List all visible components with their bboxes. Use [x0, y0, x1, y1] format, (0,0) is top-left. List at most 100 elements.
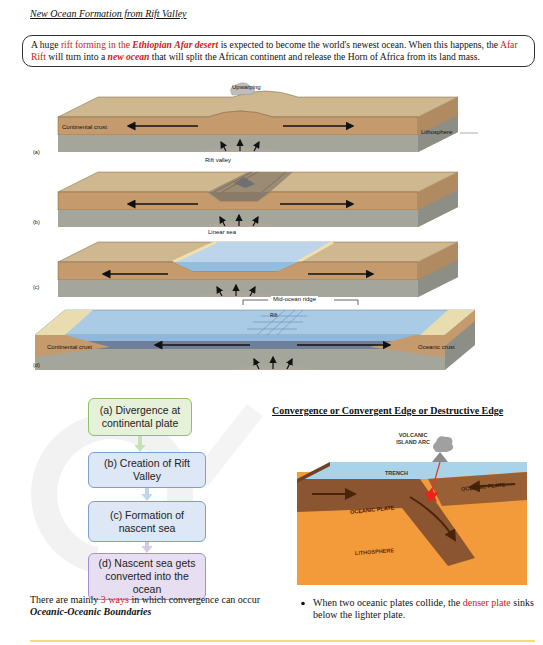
- part-label: Mid-ocean ridge: [271, 296, 318, 303]
- section-heading: Convergence or Convergent Edge or Destru…: [272, 405, 503, 417]
- box-label: (c) Formation of nascent sea: [94, 509, 200, 535]
- ocean-surface: [35, 310, 475, 335]
- stage-letter: (c): [33, 284, 39, 291]
- side-face: [445, 310, 475, 370]
- side-face: [418, 172, 458, 227]
- highlight-text: Rift: [31, 51, 46, 62]
- highlight-text: the: [118, 39, 130, 50]
- highlight-text: ways: [108, 594, 129, 605]
- side-face: [418, 260, 458, 297]
- rift-valley: [208, 192, 270, 201]
- part-label: Oceanic crust: [418, 344, 455, 351]
- connector-line: [138, 436, 142, 446]
- fault-line: [214, 172, 286, 192]
- part-label: Lithosphere: [421, 129, 452, 136]
- volcanic-plume: [433, 436, 453, 452]
- mantle-glow: [203, 343, 343, 370]
- bullet-text: When two oceanic plates collide, the den…: [313, 597, 535, 621]
- land: [35, 310, 93, 335]
- motion-arrow: [128, 125, 198, 127]
- motion-arrow: [280, 203, 353, 205]
- side-face: [445, 310, 475, 346]
- continental-crust: [35, 335, 110, 357]
- arrow-head: [134, 445, 145, 452]
- stage-letter: (a): [33, 149, 40, 156]
- motion-arrow: [103, 273, 168, 275]
- part-label: Rift valley: [205, 157, 231, 164]
- emphasis-text: desert: [195, 39, 218, 50]
- box-label: (d) Nascent sea gets converted into the …: [94, 557, 200, 596]
- part-label: VOLCANIC ISLAND ARC: [388, 432, 438, 445]
- process-box: (a) Divergence at continental plate: [88, 398, 192, 436]
- part-label: Rift: [270, 312, 278, 318]
- upwelling-arrow: [217, 287, 222, 296]
- footer-rule: [30, 640, 535, 642]
- emphasis-text: ocean: [126, 51, 149, 62]
- flow-arrow: [141, 542, 152, 553]
- page-title: New Ocean Formation from Rift Valley: [30, 8, 187, 20]
- upwelling-arrow: [235, 285, 236, 296]
- leader-line: [460, 133, 478, 134]
- rift-valley-floor: [208, 172, 293, 192]
- motion-arrow: [128, 203, 198, 205]
- upwelling-arrow: [238, 215, 239, 226]
- sea-water: [173, 262, 298, 271]
- ridge-lines: [247, 310, 307, 335]
- linear-sea: [173, 242, 333, 262]
- part-label: Linear sea: [208, 229, 236, 236]
- body-text: There are mainly 3 ways in which converg…: [30, 594, 260, 606]
- upwelling-arrow: [221, 142, 226, 151]
- intro-text: A huge rift forming in the Ethiopian Afa…: [31, 39, 526, 63]
- upwelling-arrow: [272, 357, 273, 369]
- process-box: (d) Nascent sea gets converted into the …: [88, 553, 206, 600]
- top-surface: [58, 242, 458, 262]
- upwelling-arrow: [250, 287, 255, 296]
- upwelling-arrow: [253, 217, 258, 226]
- motion-arrow: [283, 125, 353, 127]
- connector-line: [145, 488, 149, 495]
- ocean-water: [35, 335, 445, 341]
- volcano: [432, 452, 448, 462]
- motion-arrow: [308, 273, 373, 275]
- highlight-text: denser: [463, 597, 489, 608]
- mantle-glow: [170, 125, 310, 152]
- flow-arrow: [134, 436, 145, 452]
- box-label: (b) Creation of Rift Valley: [94, 457, 200, 483]
- emphasis-text: Afar: [174, 39, 192, 50]
- oceanic-plate: [428, 472, 527, 506]
- highlight-text: forming: [75, 39, 106, 50]
- subduction-illustration: [297, 436, 527, 585]
- stage-d-block: [35, 310, 475, 403]
- side-face: [418, 242, 458, 297]
- highlight-text: 3: [101, 594, 106, 605]
- highlight-text: Afar: [500, 39, 518, 50]
- upwelling-arrow: [220, 217, 225, 226]
- part-label: Upwarping: [232, 84, 261, 91]
- process-box: (c) Formation of nascent sea: [88, 501, 206, 542]
- arrow-head: [141, 546, 152, 553]
- emphasis-text: Ethiopian: [132, 39, 171, 50]
- bullet-dot: [301, 602, 305, 606]
- side-face: [418, 190, 458, 227]
- process-box: (b) Creation of Rift Valley: [88, 452, 206, 488]
- body-text: Oceanic-Oceanic Boundaries: [30, 606, 151, 618]
- upwelling-arrow: [239, 140, 240, 151]
- plate-edge: [297, 462, 330, 483]
- shoreline: [173, 242, 333, 262]
- plate-motion-arrow: [312, 493, 355, 495]
- upwelling-arrow: [287, 359, 292, 369]
- subduction-arrow: [410, 497, 455, 540]
- highlight-text: rift: [61, 39, 73, 50]
- emphasis-text: new: [108, 51, 124, 62]
- top-surface: [58, 172, 458, 192]
- highlight-text: in: [108, 39, 115, 50]
- stage-letter: (b): [33, 219, 40, 226]
- highlight-text: plate: [491, 597, 510, 608]
- side-face: [418, 97, 458, 152]
- stage-letter: (d): [33, 362, 40, 369]
- upwelling-arrow: [254, 359, 259, 369]
- motion-arrow: [297, 344, 390, 346]
